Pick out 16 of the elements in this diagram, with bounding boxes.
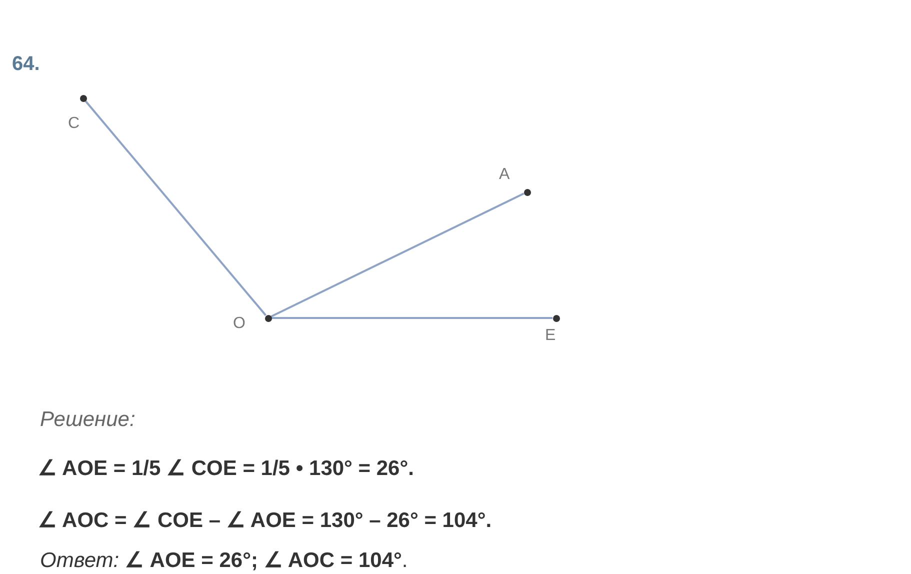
point-dot — [80, 94, 86, 102]
line-segment — [84, 100, 267, 316]
point-label: E — [545, 328, 556, 344]
point-dot — [524, 188, 530, 196]
solution-heading: Решение: — [40, 409, 136, 430]
point-dot — [552, 314, 560, 322]
line-segment — [272, 317, 552, 319]
equation-line: ∠ AOC = ∠ COE – ∠ AOE = 130° – 26° = 104°. — [38, 510, 492, 531]
point-label: O — [233, 316, 246, 332]
answer-line: Ответ: ∠ AOE = 26°; ∠ AOC = 104°. — [40, 550, 408, 571]
point-label: C — [68, 116, 80, 132]
point-dot — [264, 314, 272, 322]
point-label: A — [499, 167, 510, 183]
equation-line: ∠ AOE = 1/5 ∠ COE = 1/5 • 130° = 26°. — [38, 458, 414, 479]
problem-number: 64. — [12, 54, 40, 74]
line-segment — [270, 192, 524, 318]
